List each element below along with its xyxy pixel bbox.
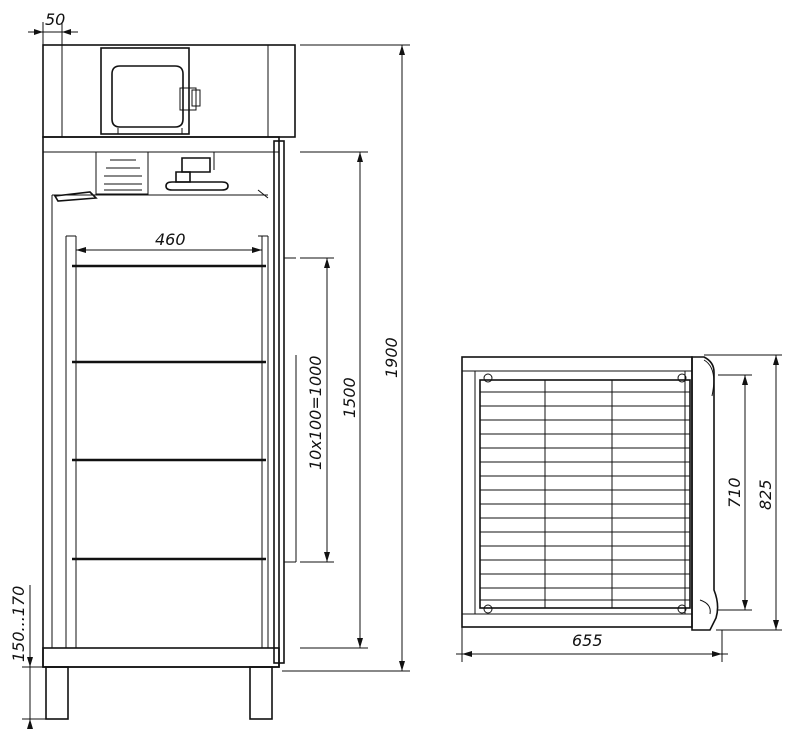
dim-label-655: 655 [572, 631, 603, 650]
dim-shelf-spacing [300, 257, 334, 563]
dim-1500 [300, 151, 368, 649]
cabinet-body [42, 136, 280, 668]
dim-label-50: 50 [45, 10, 65, 29]
dimensions: 50 460 10x100=1000 1500 [9, 10, 782, 729]
dim-label-1500: 1500 [340, 377, 359, 418]
door-plan [691, 356, 719, 631]
shelf-rack [479, 373, 691, 614]
dim-label-1900: 1900 [382, 337, 401, 378]
dim-label-825: 825 [756, 479, 775, 510]
dim-460 [76, 247, 262, 253]
leg [249, 666, 273, 720]
plan-view [461, 356, 719, 631]
cabinet-outline [461, 356, 693, 628]
dim-leg-height [22, 585, 46, 729]
front-elevation [42, 44, 297, 720]
dim-710 [718, 374, 752, 611]
evaporator-section [52, 151, 269, 202]
compressor-unit [100, 47, 201, 135]
dim-label-460: 460 [155, 230, 186, 249]
dim-825 [704, 354, 782, 631]
dim-label-710: 710 [725, 477, 744, 508]
dim-label-leg-height: 150...170 [9, 586, 28, 662]
cabinet-base [42, 647, 280, 668]
dim-655 [456, 627, 728, 662]
dim-label-shelf-spacing: 10x100=1000 [306, 356, 325, 471]
dim-1900 [282, 44, 410, 672]
leg [45, 666, 69, 720]
door-profile [273, 140, 297, 664]
compressor-compartment [42, 44, 296, 138]
dim-50 [28, 22, 78, 45]
